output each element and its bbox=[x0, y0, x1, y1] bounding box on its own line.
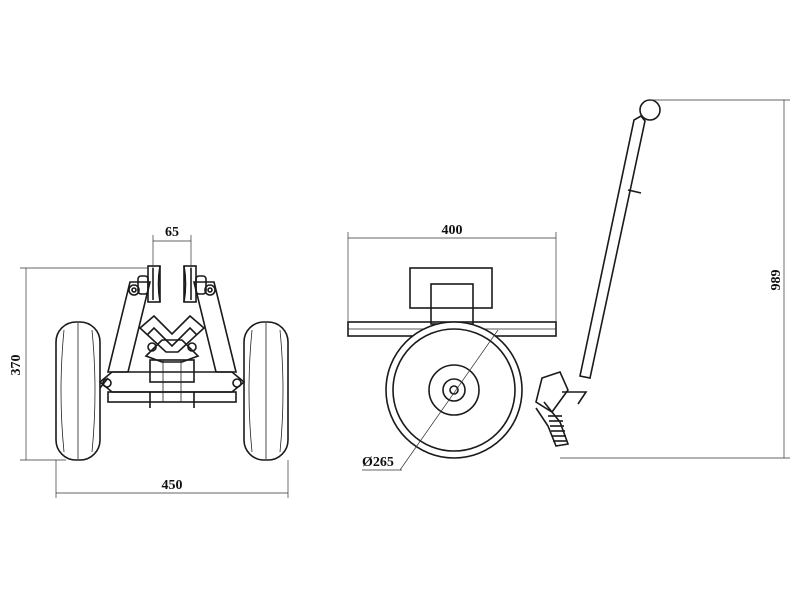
front-right-arm bbox=[192, 281, 238, 373]
front-height-label: 370 bbox=[9, 355, 24, 376]
side-length-label: 400 bbox=[442, 223, 463, 238]
wheel-diameter-label: Ø265 bbox=[362, 455, 394, 470]
side-handle bbox=[535, 99, 661, 447]
front-view bbox=[55, 265, 289, 461]
front-left-arm bbox=[99, 281, 152, 389]
front-axle bbox=[98, 359, 246, 408]
front-dimensions bbox=[20, 235, 289, 498]
clamp-pads bbox=[137, 265, 207, 303]
v-block-width-label: 65 bbox=[165, 225, 179, 240]
front-left-wheel bbox=[55, 321, 101, 461]
side-wheel bbox=[385, 321, 523, 471]
v-block bbox=[138, 314, 206, 363]
side-dimensions bbox=[347, 99, 790, 471]
side-top-plate bbox=[409, 267, 493, 325]
handle-height-label: 989 bbox=[769, 270, 784, 291]
side-view bbox=[347, 99, 661, 471]
front-width-label: 450 bbox=[162, 478, 183, 493]
handle-grip-hatch bbox=[548, 415, 567, 442]
front-right-wheel bbox=[243, 321, 289, 461]
